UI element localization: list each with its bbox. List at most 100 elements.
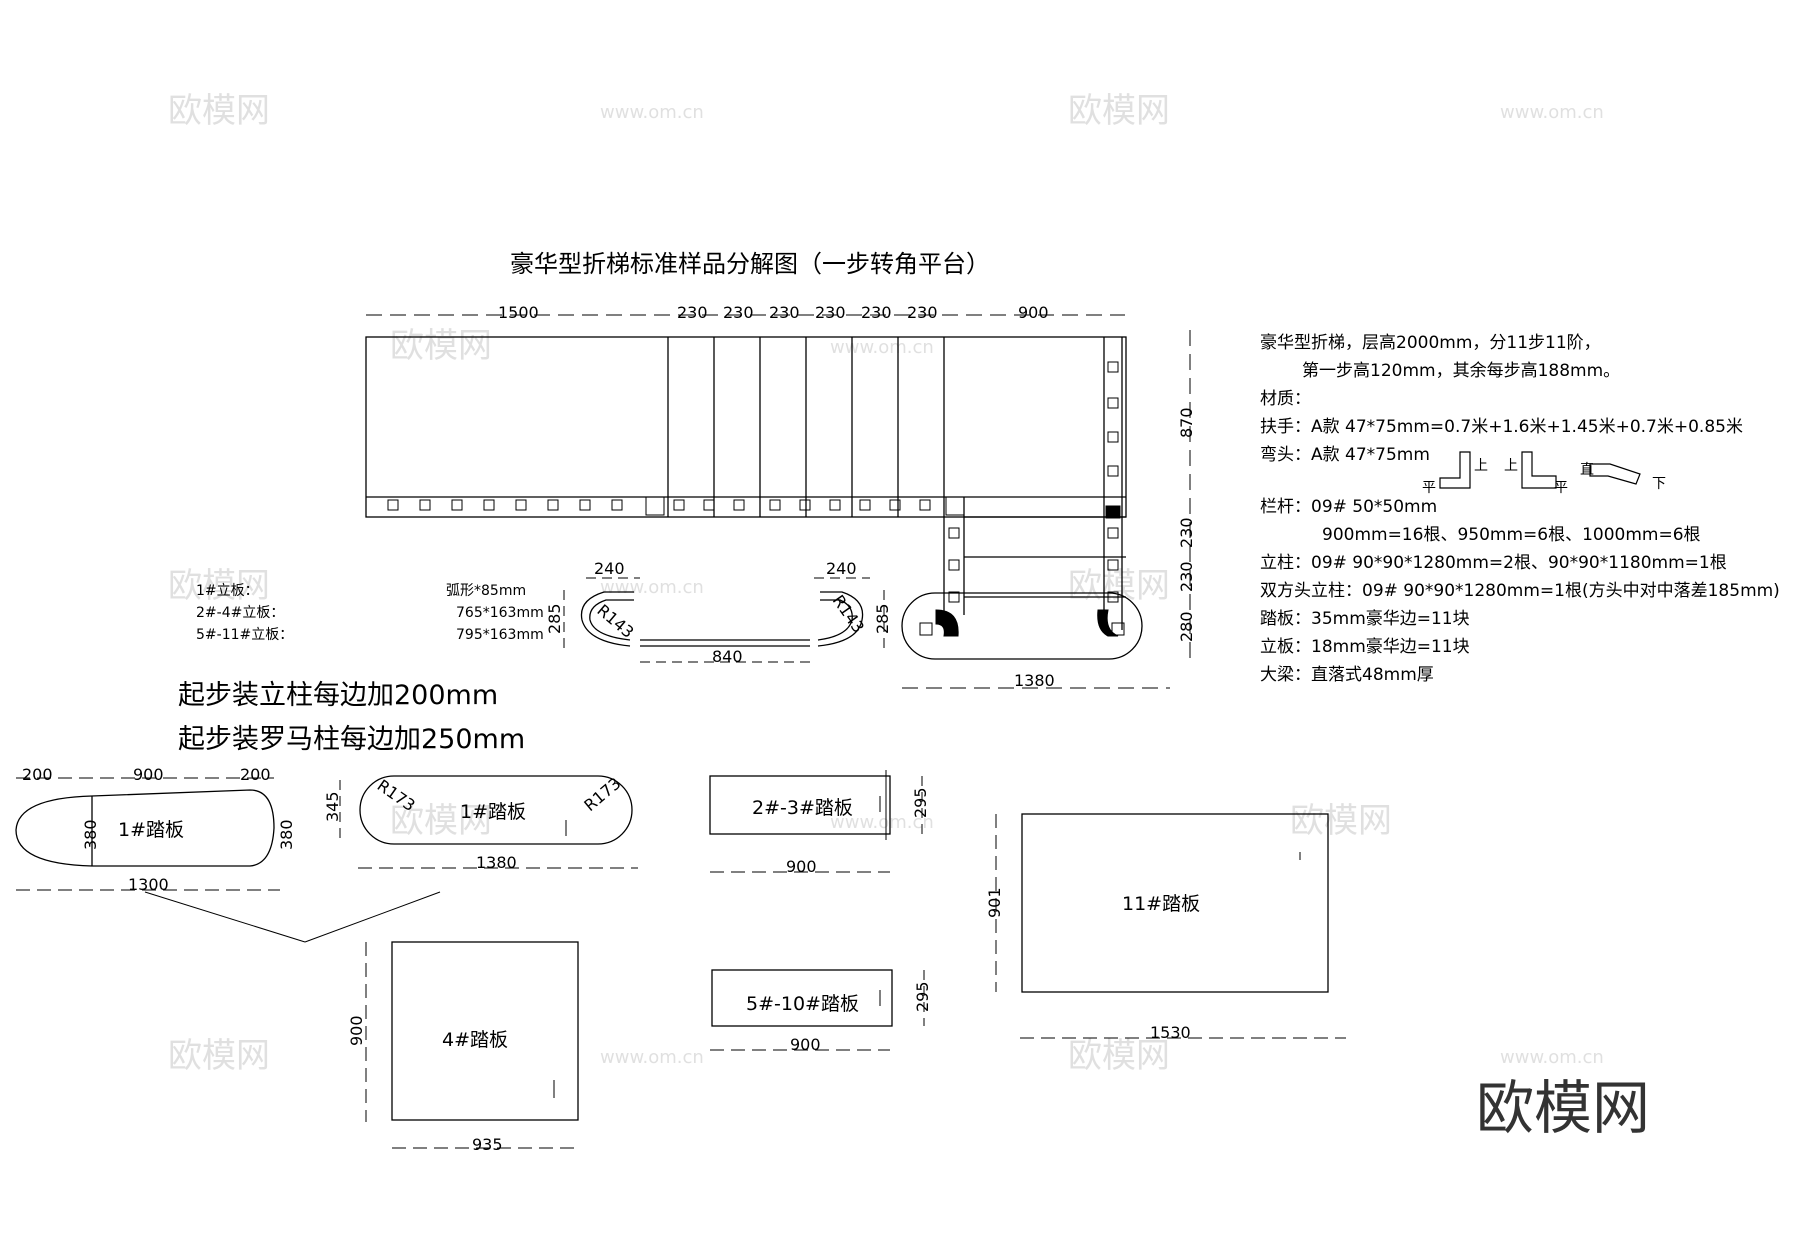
spec-line: 踏板：35mm豪华边=11块 xyxy=(1260,608,1470,629)
watermark-logo: 欧模网 xyxy=(1290,801,1392,841)
dim-1530: 1530 xyxy=(1150,1023,1191,1042)
spec-line: 第一步高120mm，其余每步高188mm。 xyxy=(1302,361,1620,381)
tread-5-10: 5#-10#踏板 295 900 xyxy=(710,969,932,1054)
dim-901: 901 xyxy=(985,887,1004,918)
watermark-url: www.om.cn xyxy=(830,812,934,833)
radius-label: R143 xyxy=(593,601,637,642)
page-title: 豪华型折梯标准样品分解图（一步转角平台） xyxy=(510,250,990,278)
dim-380: 380 xyxy=(277,819,296,850)
elbow-label: 上 xyxy=(1474,458,1488,474)
tread-11: 11#踏板 901 1530 xyxy=(985,813,1346,1042)
dim-230: 230 xyxy=(769,303,800,322)
plan-dimensions: 1500 230 230 230 230 230 230 900 870 230… xyxy=(498,303,1196,690)
tread-4: 4#踏板 900 935 xyxy=(347,941,580,1154)
watermark-url: www.om.cn xyxy=(600,102,704,123)
dim-285: 285 xyxy=(873,603,892,634)
watermark-logo: 欧模网 xyxy=(1068,91,1170,131)
riser-spec-value: 795*163mm xyxy=(456,627,544,643)
dim-900: 900 xyxy=(347,1015,366,1046)
dim-900: 900 xyxy=(790,1035,821,1054)
tread-1b: 1#踏板 R173 R173 345 1380 xyxy=(323,774,638,872)
watermark-url: www.om.cn xyxy=(1500,1047,1604,1068)
dim-1300: 1300 xyxy=(128,875,169,894)
dim-935: 935 xyxy=(472,1135,503,1154)
riser-spec-name: 1#立板： xyxy=(196,583,259,599)
riser-profile-dims: 240 R143 285 240 R143 285 840 xyxy=(545,559,892,666)
baluster-row xyxy=(387,361,1125,637)
spec-line: 立柱：09# 90*90*1280mm=2根、90*90*1180mm=1根 xyxy=(1260,553,1727,573)
elbow-diagrams xyxy=(1439,451,1641,489)
watermark-logo: 欧模网 xyxy=(168,1036,270,1076)
spec-line: 弯头：A款 47*75mm xyxy=(1260,445,1430,465)
watermark-url: www.om.cn xyxy=(830,337,934,358)
tread-label: 1#踏板 xyxy=(118,819,184,841)
dim-230: 230 xyxy=(815,303,846,322)
riser-spec-name: 5#-11#立板： xyxy=(196,627,293,643)
spec-line: 材质： xyxy=(1260,389,1311,409)
dim-295: 295 xyxy=(913,981,932,1012)
spec-line: 大梁：直落式48mm厚 xyxy=(1260,665,1434,685)
dim-240: 240 xyxy=(826,559,857,578)
spec-line: 双方头立柱：09# 90*90*1280mm=1根(方头中对中落差185mm) xyxy=(1260,581,1780,601)
dim-230: 230 xyxy=(1177,561,1196,592)
riser-profile xyxy=(563,577,885,663)
dim-1380: 1380 xyxy=(1014,671,1055,690)
watermark-logo: 欧模网 xyxy=(168,566,270,606)
radius-label: R173 xyxy=(580,774,624,815)
elbow-label: 平 xyxy=(1554,480,1568,496)
dim-200: 200 xyxy=(22,765,53,784)
dim-1500: 1500 xyxy=(498,303,539,322)
dim-280: 280 xyxy=(1177,611,1196,642)
riser-spec-name: 2#-4#立板： xyxy=(196,605,284,621)
tread-label: 2#-3#踏板 xyxy=(752,797,853,819)
tread-label: 11#踏板 xyxy=(1122,893,1200,915)
dim-295: 295 xyxy=(911,787,930,818)
elbow-label: 平 xyxy=(1422,480,1436,496)
watermark-logo: 欧模网 xyxy=(390,326,492,366)
dim-230: 230 xyxy=(861,303,892,322)
watermark-logo: 欧模网 xyxy=(390,801,492,841)
elbow-labels: 平 上 上 平 直 下 xyxy=(1422,458,1666,496)
dim-230: 230 xyxy=(907,303,938,322)
watermark-layer: 欧模网 www.om.cn 欧模网 www.om.cn 欧模网 www.om.c… xyxy=(168,91,1604,1076)
spec-line: 栏杆：09# 50*50mm xyxy=(1260,497,1437,517)
tread-2-3: 2#-3#踏板 295 900 xyxy=(709,770,930,876)
dim-230: 230 xyxy=(723,303,754,322)
dim-230: 230 xyxy=(1177,517,1196,548)
elbow-label: 下 xyxy=(1652,476,1666,492)
riser-spec-value: 765*163mm xyxy=(456,605,544,621)
dim-900: 900 xyxy=(786,857,817,876)
spec-notes: 豪华型折梯，层高2000mm，分11步11阶， 第一步高120mm，其余每步高1… xyxy=(1260,332,1780,685)
watermark-logo: 欧模网 xyxy=(168,91,270,131)
dim-285: 285 xyxy=(545,603,564,634)
spec-line: 900mm=16根、950mm=6根、1000mm=6根 xyxy=(1322,525,1701,545)
dim-240: 240 xyxy=(594,559,625,578)
tread-label: 1#踏板 xyxy=(460,801,526,823)
tread-label: 4#踏板 xyxy=(442,1029,508,1051)
stair-plan xyxy=(365,314,1191,689)
spec-line: 立板：18mm豪华边=11块 xyxy=(1260,636,1470,657)
dim-230: 230 xyxy=(677,303,708,322)
spec-line: 豪华型折梯，层高2000mm，分11步11阶， xyxy=(1260,332,1601,353)
dim-870: 870 xyxy=(1177,407,1196,438)
brand-logo: 欧模网 xyxy=(1476,1074,1650,1142)
watermark-url: www.om.cn xyxy=(1500,102,1604,123)
watermark-logo: 欧模网 xyxy=(1068,1036,1170,1076)
start-note: 起步装立柱每边加200mm xyxy=(178,680,498,711)
riser-spec-list: 1#立板： 弧形*85mm 2#-4#立板： 765*163mm 5#-11#立… xyxy=(196,583,544,643)
tread-label: 5#-10#踏板 xyxy=(746,993,859,1015)
dim-840: 840 xyxy=(712,647,743,666)
dim-900: 900 xyxy=(133,765,164,784)
tread-1a: 1#踏板 200 900 200 380 380 1300 xyxy=(15,765,441,943)
dim-345: 345 xyxy=(323,791,342,822)
dim-200: 200 xyxy=(240,765,271,784)
dim-900: 900 xyxy=(1018,303,1049,322)
dim-1380: 1380 xyxy=(476,853,517,872)
watermark-logo: 欧模网 xyxy=(1068,566,1170,606)
dim-380: 380 xyxy=(81,819,100,850)
start-note: 起步装罗马柱每边加250mm xyxy=(178,724,525,755)
watermark-url: www.om.cn xyxy=(600,1047,704,1068)
elbow-label: 上 xyxy=(1504,458,1518,474)
riser-spec-value: 弧形*85mm xyxy=(446,583,526,599)
